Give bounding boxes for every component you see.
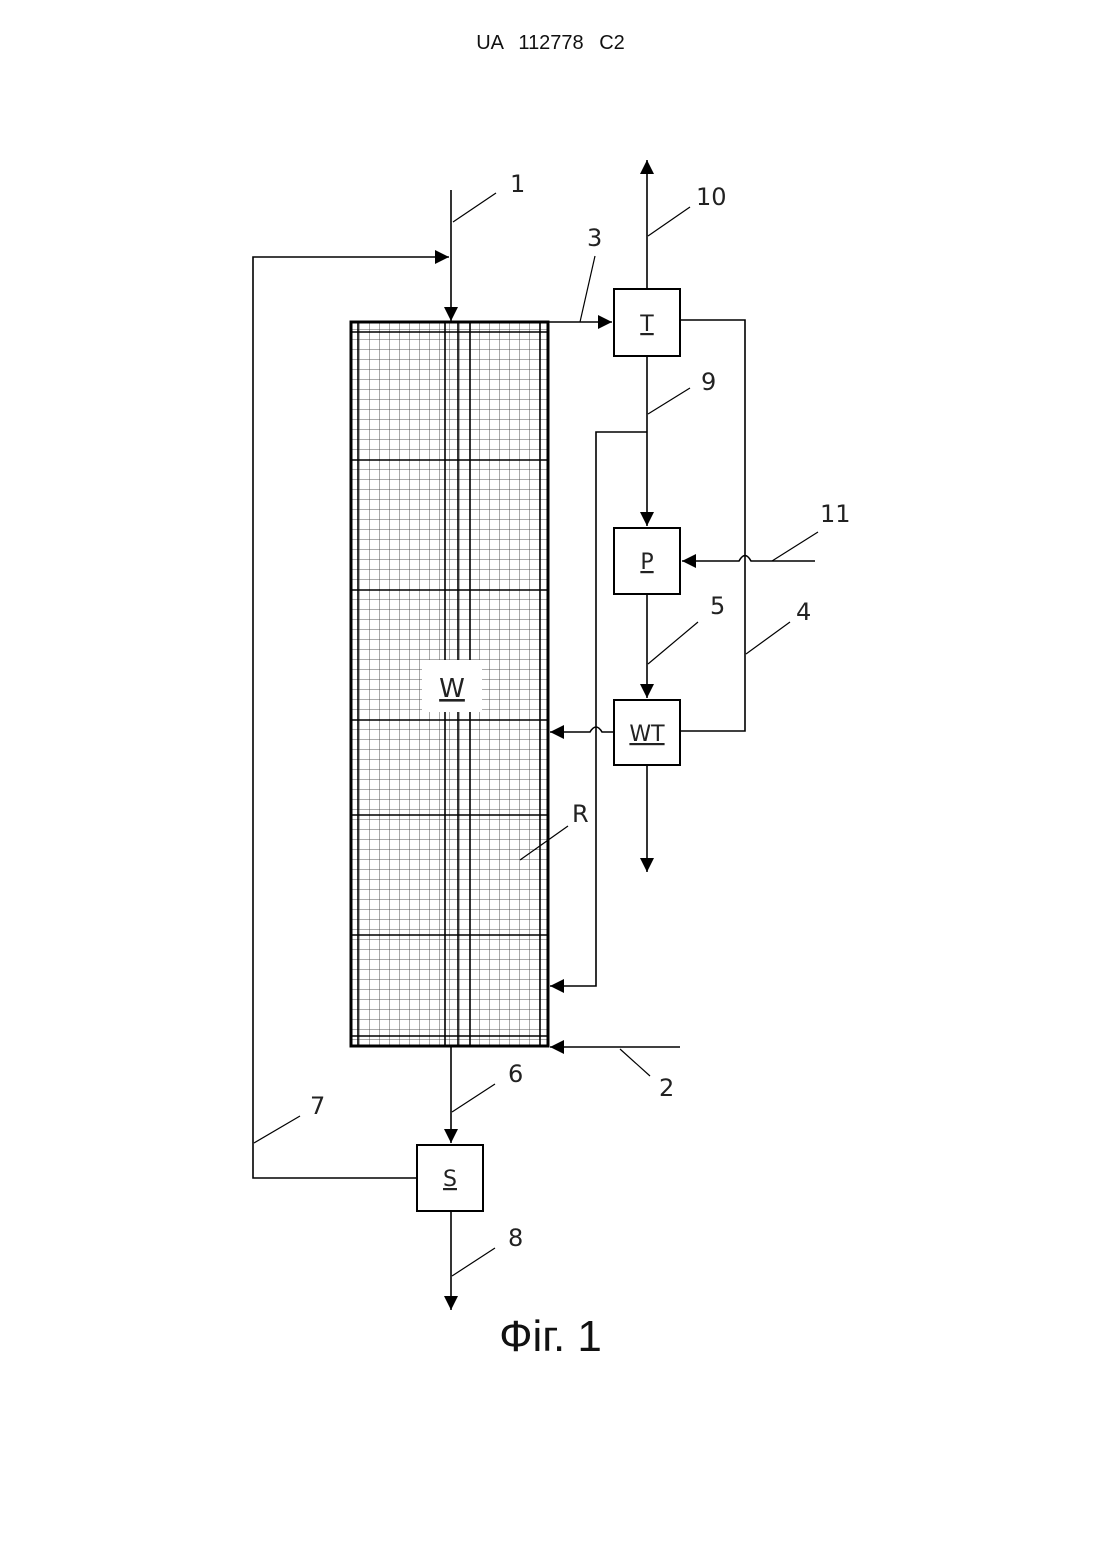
stream-label-4: 4 — [796, 598, 811, 626]
unit-box-s-label: S — [443, 1167, 457, 1192]
unit-box-t-label: T — [639, 312, 654, 337]
leader-9 — [648, 388, 690, 414]
leader-1 — [453, 193, 496, 222]
stream-label-10: 10 — [696, 183, 727, 211]
leader-8 — [452, 1248, 495, 1276]
stream-label-11: 11 — [820, 500, 851, 528]
stream-label-8: 8 — [508, 1224, 523, 1252]
leader-4 — [746, 622, 790, 654]
leader-6 — [452, 1084, 495, 1112]
stream-label-1: 1 — [510, 170, 525, 198]
leader-10 — [648, 207, 690, 236]
stream-11-line — [682, 556, 815, 562]
stream-label-3: 3 — [587, 224, 602, 252]
figure-caption: Фіг. 1 — [0, 1312, 1101, 1362]
stream-label-7: 7 — [310, 1092, 325, 1120]
stream-label-9: 9 — [701, 368, 716, 396]
stream-wt-return-line — [550, 727, 614, 732]
stream-label-6: 6 — [508, 1060, 523, 1088]
packing-label: R — [572, 800, 589, 828]
stream-label-5: 5 — [710, 592, 725, 620]
leader-3 — [580, 256, 595, 322]
unit-box-p-label: P — [640, 550, 653, 575]
leader-2 — [620, 1049, 650, 1076]
leader-11 — [772, 532, 818, 561]
unit-box-wt-label: WT — [629, 722, 665, 747]
stream-label-2: 2 — [659, 1074, 674, 1102]
leader-7 — [254, 1116, 300, 1143]
reactor-label: W — [439, 674, 465, 704]
leader-5 — [648, 622, 698, 664]
